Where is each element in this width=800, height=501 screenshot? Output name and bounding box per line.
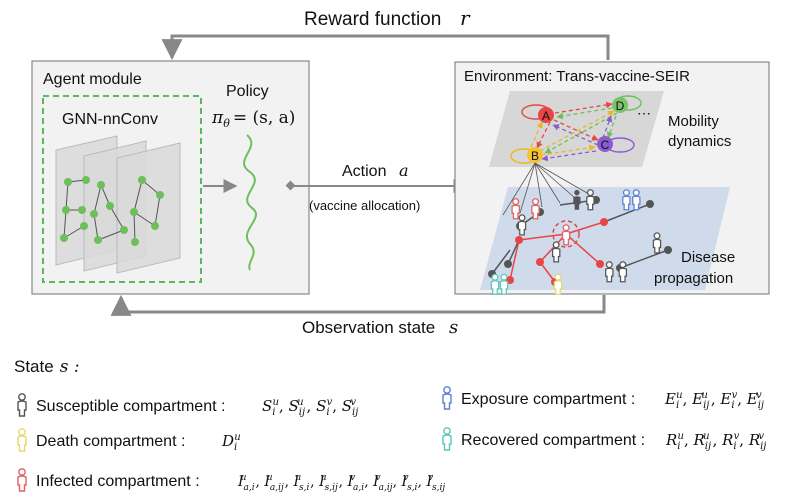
action-symbol: a <box>399 161 409 180</box>
action-note: (vaccine allocation) <box>309 198 420 213</box>
mobility-node-A: A <box>538 107 554 123</box>
death-vars: Diu <box>221 432 241 453</box>
svg-text:C: C <box>601 138 610 152</box>
susceptible-person-icon <box>17 393 27 417</box>
gnn-layers <box>55 135 181 274</box>
mobility-label-line2: dynamics <box>668 133 731 150</box>
mobility-node-D: D <box>612 97 628 113</box>
infection-source-ring <box>552 220 580 248</box>
susceptible-label: Susceptible compartment : <box>36 398 225 415</box>
infected-vars: Ia,iu, Ia,iju, Is,iu, Is,iju, Ia,iv, Ia,… <box>237 473 445 493</box>
environment-title: Environment: Trans-vaccine-SEIR <box>464 68 690 85</box>
policy-formula: πθ= (s, a) <box>211 108 295 130</box>
svg-text:B: B <box>531 149 539 163</box>
policy-label: Policy <box>226 83 269 100</box>
exposure-vars: Eiu, Eiju, Eiv, Eijv <box>664 390 764 411</box>
policy-wave <box>243 134 257 271</box>
recovered-label: Recovered compartment : <box>461 432 645 449</box>
mobility-node-B: B <box>527 147 543 163</box>
mobility-label-line1: Mobility <box>668 113 719 130</box>
death-person-icon <box>17 428 27 452</box>
infected-label: Infected compartment : <box>36 473 200 490</box>
gnn-label: GNN-nnConv <box>62 111 158 128</box>
exposure-person-icon <box>442 386 452 410</box>
mobility-ellipsis: ⋯ <box>637 105 651 121</box>
recovered-person-icon <box>442 427 452 451</box>
gnn-dashed-box <box>42 95 202 283</box>
agent-module-title: Agent module <box>43 71 142 88</box>
observation-label: Observation state <box>302 318 435 337</box>
action-arrow-tail <box>285 180 296 191</box>
exposure-label: Exposure compartment : <box>461 391 635 408</box>
recovered-vars: Riu, Riju, Riv, Rijv <box>665 431 766 452</box>
mobility-node-C: C <box>597 136 613 152</box>
observation-arrow <box>110 294 606 316</box>
susceptible-vars: Siu, Siju, Siv, Sijv <box>262 397 358 418</box>
mobility-edges <box>530 101 618 162</box>
projection-lines <box>502 162 595 216</box>
observation-symbol: s <box>449 317 458 338</box>
reward-label: Reward function <box>304 9 441 30</box>
action-label: Action <box>342 163 386 180</box>
disease-label-line2: propagation <box>654 270 733 287</box>
mobility-plane <box>489 91 664 167</box>
svg-text:A: A <box>542 109 550 123</box>
reward-arrow <box>161 34 610 61</box>
infected-person-icon <box>17 468 27 492</box>
death-label: Death compartment : <box>36 433 185 450</box>
disease-label-line1: Disease <box>681 249 735 266</box>
reward-symbol: r <box>460 6 471 30</box>
svg-text:D: D <box>616 99 625 113</box>
